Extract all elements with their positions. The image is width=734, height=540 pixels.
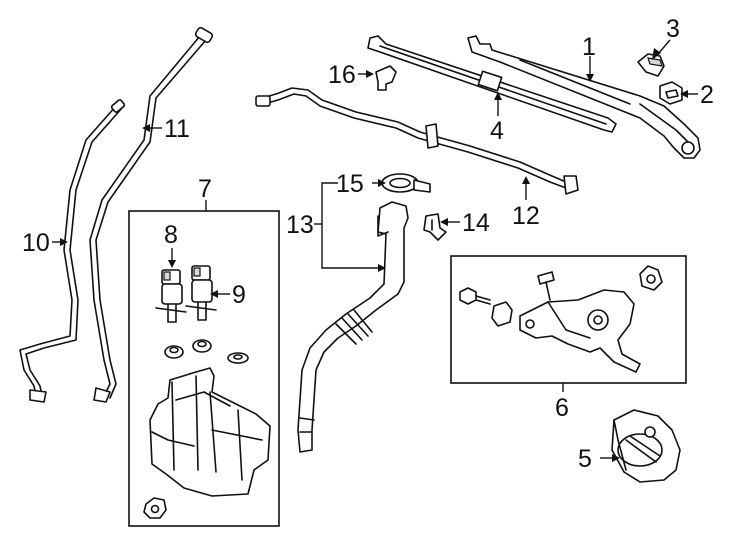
callout-2: 2 bbox=[700, 81, 714, 109]
callout-16: 16 bbox=[328, 61, 356, 89]
callout-7: 7 bbox=[198, 175, 212, 203]
washer-hose-upper bbox=[255, 87, 579, 195]
callout-5: 5 bbox=[578, 445, 592, 473]
callout-8: 8 bbox=[164, 221, 178, 249]
arm-cap bbox=[637, 53, 665, 77]
linkage-grommet bbox=[639, 265, 663, 291]
washer-pump-rear bbox=[185, 265, 217, 321]
wiper-arm bbox=[467, 35, 701, 159]
filler-seal bbox=[381, 173, 431, 193]
washer-hose-10 bbox=[19, 99, 126, 403]
reservoir-kit-box bbox=[128, 210, 280, 527]
linkage-bracket bbox=[519, 289, 641, 373]
linkage-screw bbox=[537, 271, 555, 301]
callout-9: 9 bbox=[232, 281, 246, 309]
linkage-kit-box bbox=[450, 255, 687, 384]
wiper-motor bbox=[611, 409, 681, 483]
callout-15: 15 bbox=[336, 170, 364, 198]
callout-3: 3 bbox=[666, 15, 680, 43]
callout-14: 14 bbox=[462, 209, 490, 237]
washer-reservoir bbox=[149, 367, 271, 497]
callout-4: 4 bbox=[490, 117, 504, 145]
callout-10: 10 bbox=[22, 229, 50, 257]
callout-1: 1 bbox=[582, 33, 596, 61]
washer-pump-front bbox=[155, 269, 187, 323]
callout-6: 6 bbox=[555, 394, 569, 422]
linkage-bolt bbox=[459, 287, 491, 305]
callout-13: 13 bbox=[286, 211, 314, 239]
washer-nozzle bbox=[375, 65, 397, 91]
callout-12: 12 bbox=[512, 202, 540, 230]
nut bbox=[659, 81, 683, 105]
hose-clip bbox=[423, 213, 447, 241]
leader-lines bbox=[52, 39, 698, 462]
reservoir-nut bbox=[143, 497, 167, 519]
washer-hose-11 bbox=[89, 26, 214, 403]
grommets bbox=[164, 339, 249, 364]
callout-11: 11 bbox=[164, 115, 190, 143]
linkage-bushing bbox=[491, 301, 513, 327]
wiper-blade bbox=[367, 35, 617, 133]
filler-neck bbox=[297, 201, 409, 453]
